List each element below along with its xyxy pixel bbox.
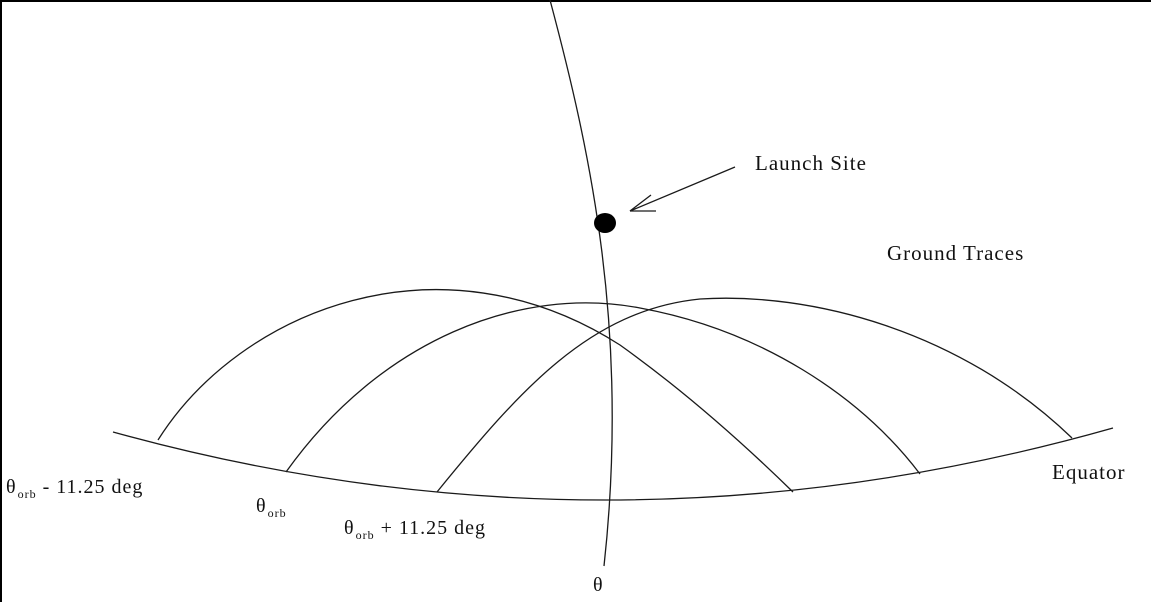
launch-site-arrow-shaft	[629, 166, 736, 212]
ground-traces-label: Ground Traces	[887, 241, 1025, 265]
launch-site-marker	[594, 213, 616, 233]
theta-symbol: θ	[344, 517, 355, 539]
equator-line	[112, 427, 1114, 501]
theta-label: θ	[593, 574, 604, 596]
orb-subscript: orb	[17, 487, 37, 501]
offset-text: + 11.25 deg	[380, 517, 487, 539]
launch-site-arrow-head	[629, 194, 656, 212]
offset-text: - 11.25 deg	[42, 476, 144, 498]
ground-trace-3	[436, 297, 1073, 493]
theta-symbol: θ	[256, 495, 267, 517]
equator-label: Equator	[1052, 460, 1126, 484]
theta-orb-label: θorb	[256, 495, 287, 520]
orb-subscript: orb	[267, 506, 287, 520]
theta-symbol: θ	[6, 476, 17, 498]
theta-orb-plus-label: θorb + 11.25 deg	[344, 517, 487, 542]
meridian-line	[549, 0, 613, 567]
ground-trace-1	[157, 289, 794, 493]
orb-subscript: orb	[355, 528, 375, 542]
theta-orb-minus-label: θorb - 11.25 deg	[6, 476, 144, 501]
ground-trace-2	[285, 302, 921, 475]
launch-site-label: Launch Site	[755, 151, 867, 175]
